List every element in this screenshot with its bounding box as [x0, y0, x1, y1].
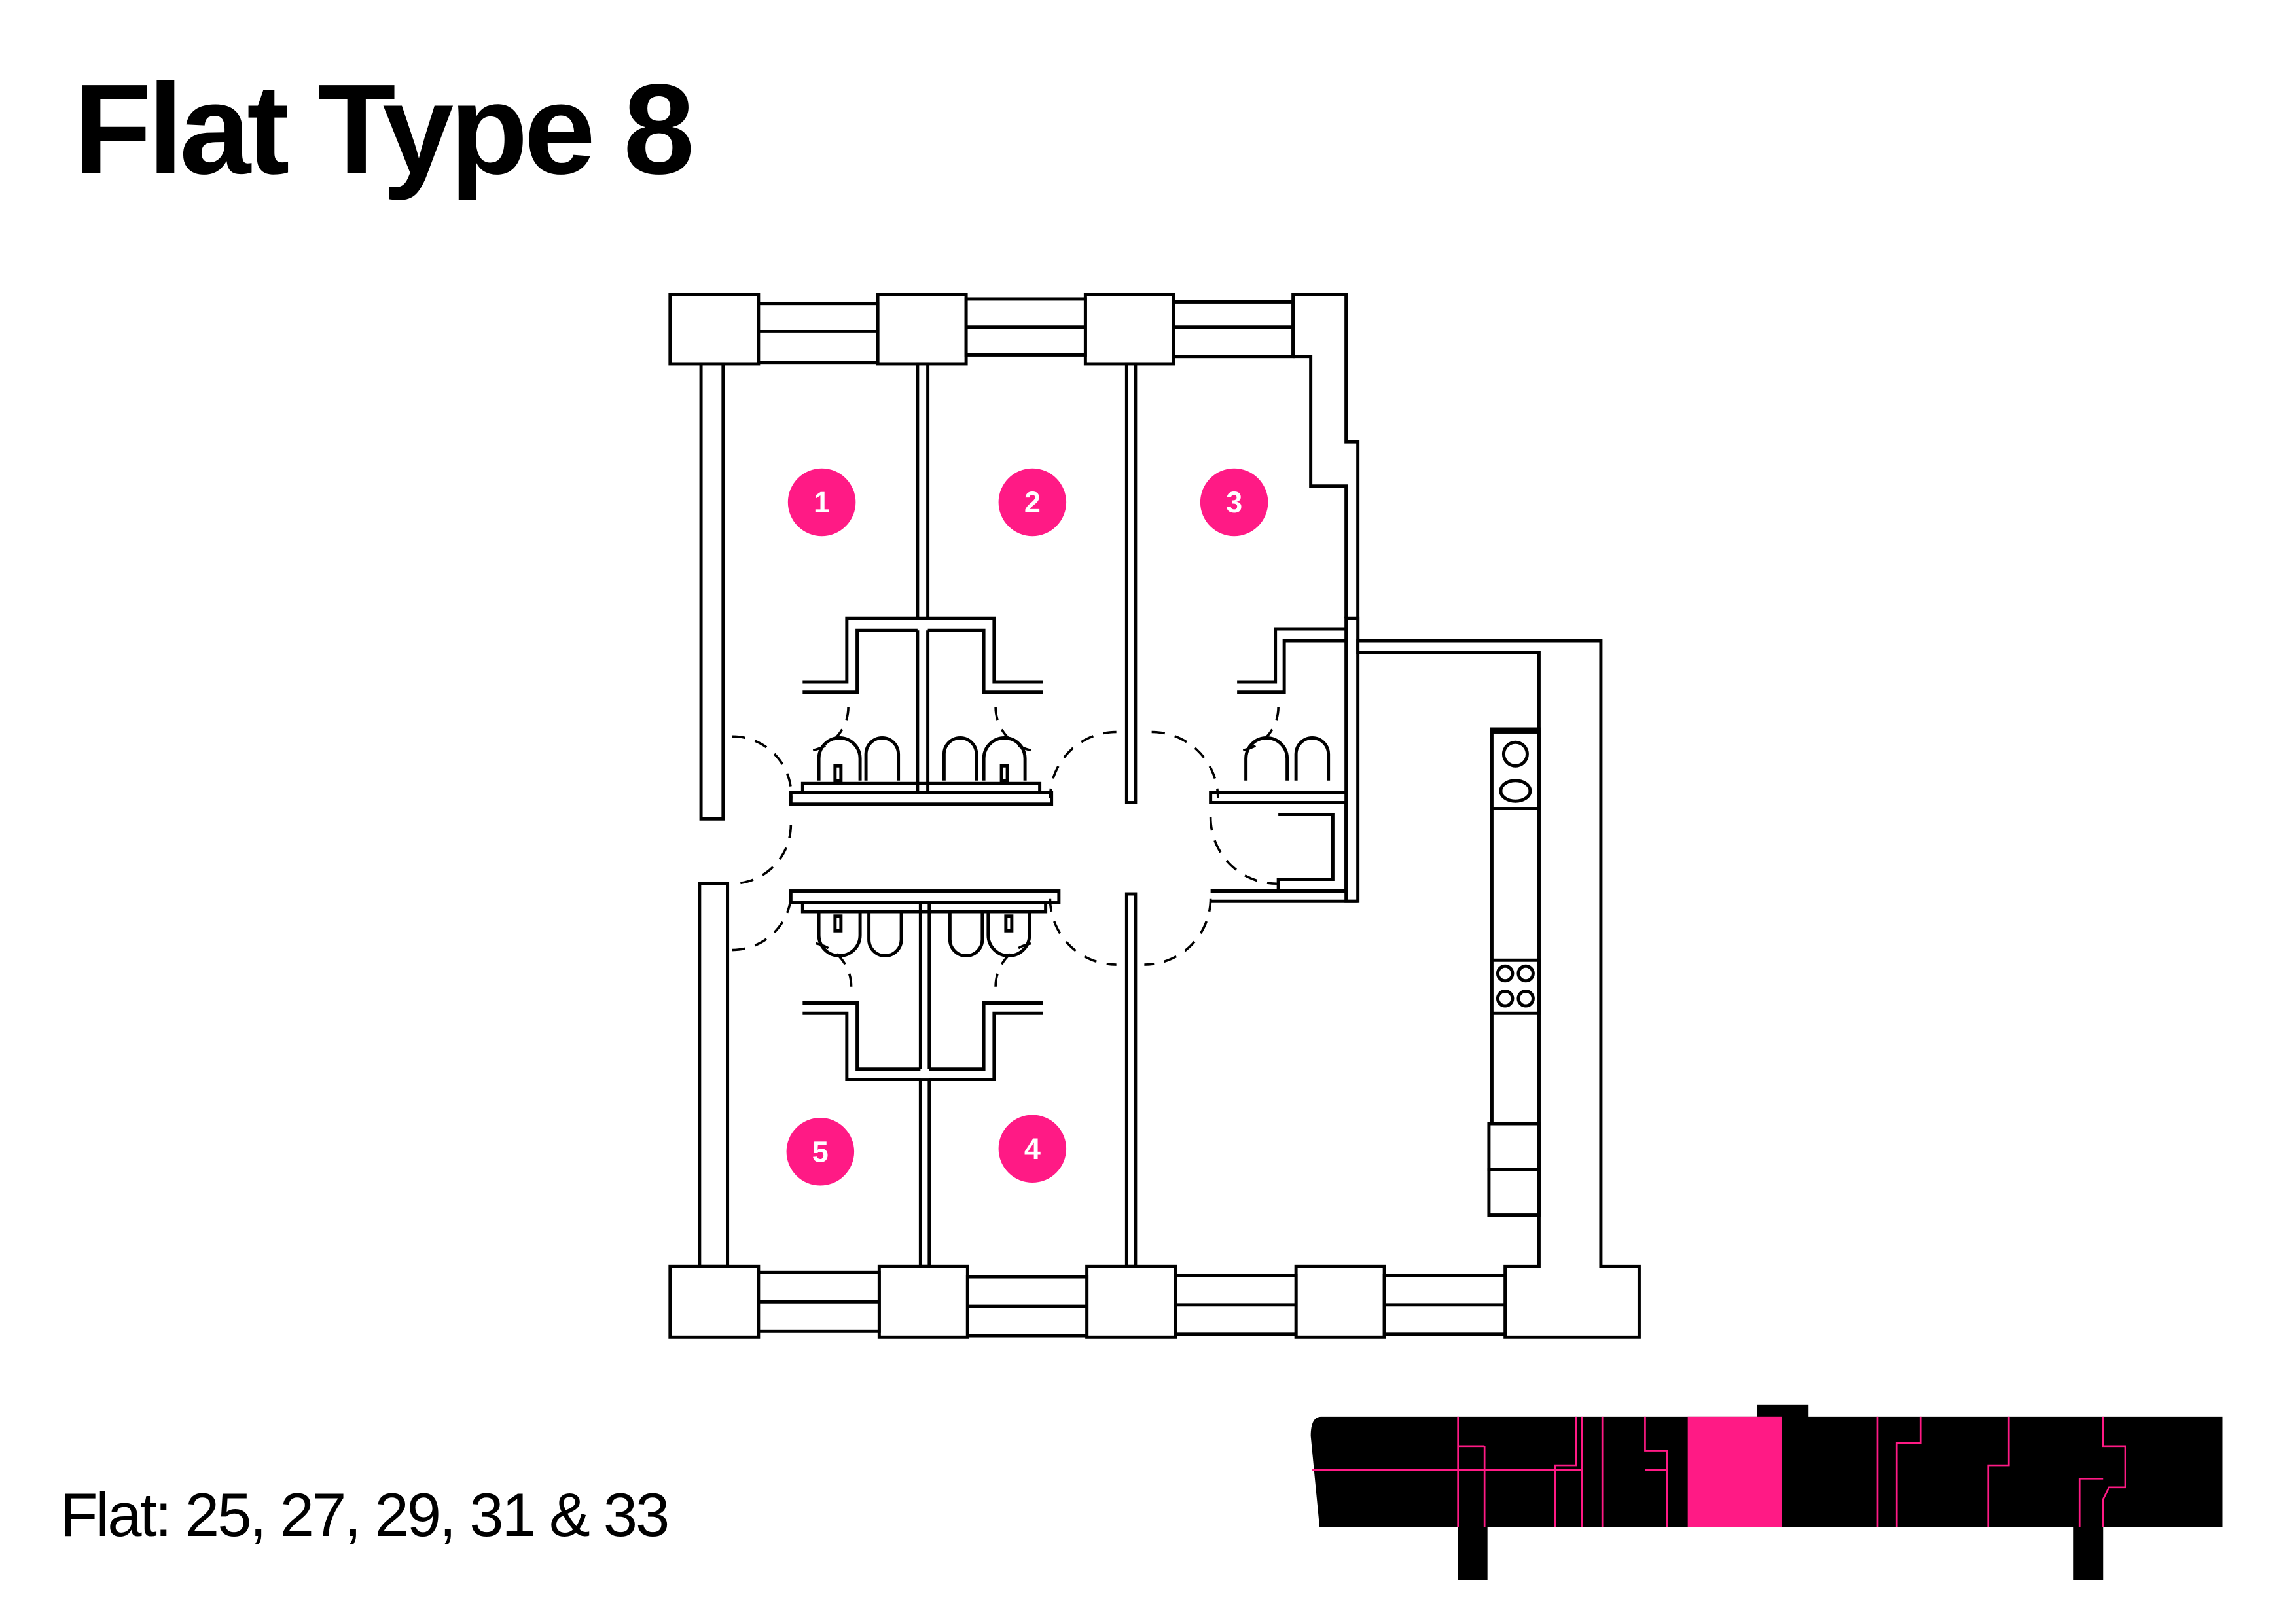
kitchen	[1356, 639, 1641, 1339]
door-swings	[732, 707, 1280, 987]
room-markers: 1 2 3 4 5	[786, 468, 1268, 1186]
bottom-facade	[668, 1264, 1507, 1339]
room-marker-5: 5	[786, 1118, 855, 1186]
svg-text:3: 3	[1226, 486, 1242, 519]
highlighted-flat	[1687, 1416, 1782, 1527]
room-marker-3: 3	[1200, 468, 1268, 537]
bathroom-pods-lower	[789, 630, 1061, 1082]
room-marker-2: 2	[998, 468, 1067, 537]
key-plan	[1310, 1404, 2223, 1580]
sink-icon	[1490, 730, 1541, 810]
room-marker-1: 1	[787, 468, 856, 537]
bathroom-pods-upper	[789, 616, 1348, 806]
svg-text:4: 4	[1024, 1132, 1041, 1166]
svg-text:1: 1	[814, 486, 830, 519]
svg-text:5: 5	[812, 1135, 829, 1169]
flat-numbers-label: Flat: 25, 27, 29, 31 & 33	[60, 1480, 670, 1549]
svg-text:2: 2	[1024, 486, 1041, 519]
top-facade	[668, 293, 1360, 641]
room-marker-4: 4	[998, 1115, 1067, 1183]
walls	[698, 362, 1360, 1268]
page-title: Flat Type 8	[73, 58, 694, 201]
